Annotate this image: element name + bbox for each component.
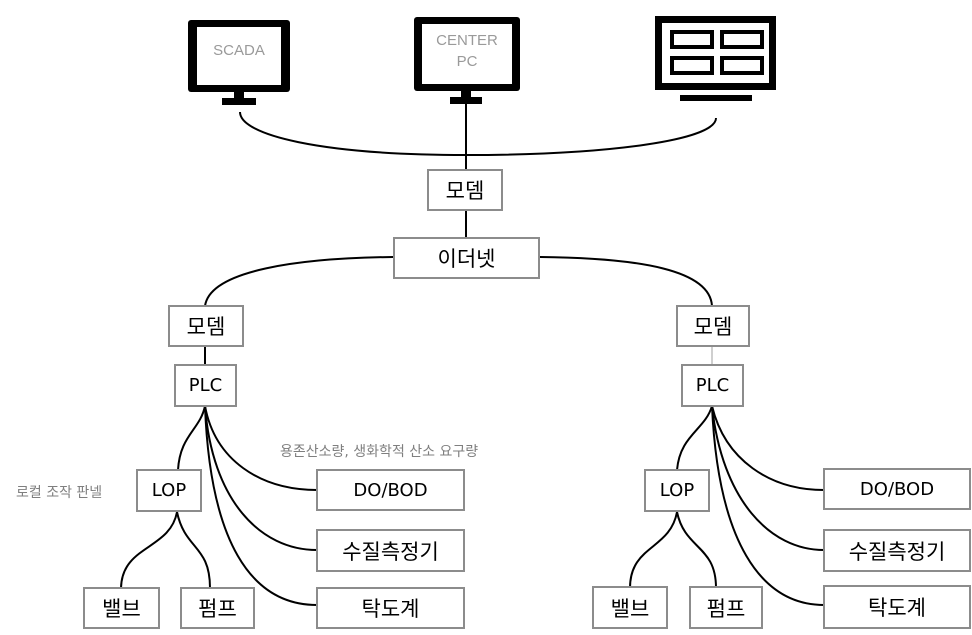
right-dobod-box: DO/BOD (823, 468, 971, 510)
left-modem-box: 모뎀 (168, 305, 244, 347)
center-pc-monitor-icon (414, 17, 520, 104)
monitor-bus-line (239, 111, 717, 157)
ethernet-right-arc (539, 256, 713, 307)
left-lop-to-valve (120, 511, 178, 589)
right-valve-box: 밸브 (592, 586, 668, 629)
left-plc-to-wq (204, 405, 318, 551)
right-modem-box: 모뎀 (676, 305, 750, 347)
left-water-quality-box: 수질측정기 (316, 529, 465, 572)
ethernet-box: 이더넷 (393, 237, 540, 279)
left-plc-to-turb (204, 405, 318, 606)
display-board-icon (655, 16, 776, 101)
center-pc-label: CENTER PC (422, 30, 512, 72)
right-plc-to-lop (676, 405, 713, 471)
left-sensor-note: 용존산소량, 생화학적 산소 요구량 (280, 444, 479, 460)
right-turbidity-box: 탁도계 (823, 585, 971, 629)
right-pump-box: 펌프 (689, 586, 763, 629)
left-lop-box: LOP (136, 469, 202, 512)
left-dobod-box: DO/BOD (316, 469, 465, 511)
center-pc-label-line2: PC (456, 53, 478, 70)
scada-label: SCADA (213, 42, 265, 59)
right-plc-to-turb (711, 405, 825, 606)
right-lop-box: LOP (644, 469, 710, 512)
right-plc-to-wq (711, 405, 825, 551)
top-modem-box: 모뎀 (427, 169, 503, 211)
left-plc-to-dobod (204, 405, 318, 491)
left-lop-note: 로컬 조작 판넬 (16, 485, 103, 501)
left-plc-to-lop (177, 405, 206, 471)
left-plc-box: PLC (174, 364, 237, 407)
left-lop-to-pump (176, 511, 211, 589)
left-turbidity-box: 탁도계 (316, 587, 465, 629)
left-pump-box: 펌프 (180, 587, 255, 629)
scada-monitor-icon (188, 20, 290, 105)
ethernet-left-arc (204, 256, 394, 307)
right-plc-to-dobod (711, 405, 825, 491)
left-valve-box: 밸브 (83, 587, 160, 629)
right-water-quality-box: 수질측정기 (823, 529, 971, 572)
right-lop-to-pump (676, 511, 717, 589)
right-plc-box: PLC (681, 364, 744, 407)
right-lop-to-valve (629, 511, 678, 589)
center-pc-label-line1: CENTER (436, 32, 498, 49)
